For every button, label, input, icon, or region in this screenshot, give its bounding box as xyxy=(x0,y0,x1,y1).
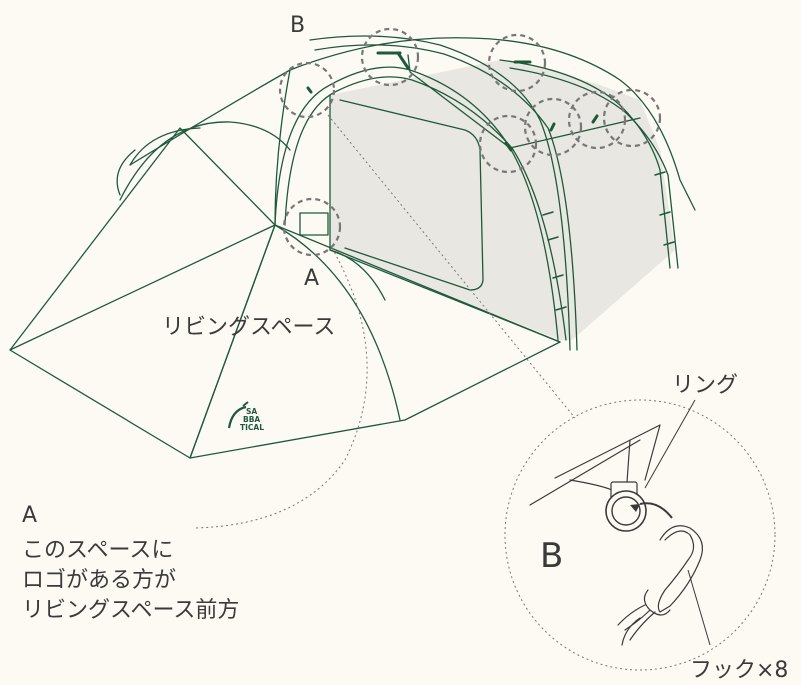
leader-b xyxy=(327,114,576,419)
note-a-line-3: リビングスペース前方 xyxy=(22,598,239,623)
svg-text:BBA: BBA xyxy=(243,415,260,424)
callout-circle-b2 xyxy=(360,27,420,87)
fly-top-edge xyxy=(129,37,696,211)
ridge-line xyxy=(407,54,511,149)
living-space-arch xyxy=(274,224,401,421)
inset-seam-2 xyxy=(644,424,661,481)
vestibule-panel xyxy=(9,127,276,459)
callout-circle-b5 xyxy=(523,97,583,157)
leader-ring xyxy=(644,399,696,489)
brand-logo: SA BBA TICAL xyxy=(227,401,264,432)
leader-a xyxy=(194,247,368,529)
note-a-line-2: ロゴがある方が xyxy=(22,568,176,593)
pole-arch-3a xyxy=(499,59,671,269)
svg-text:TICAL: TICAL xyxy=(240,423,264,432)
logo-window xyxy=(299,212,329,236)
ring-inner xyxy=(611,496,641,526)
pole-arch-1a xyxy=(274,66,559,341)
vestibule-arch-line xyxy=(116,149,136,196)
detail-inset xyxy=(504,399,776,671)
vestibule-seam xyxy=(9,224,276,351)
note-a-title: A xyxy=(22,503,37,528)
inset-seam xyxy=(626,439,631,483)
rotate-arrowhead xyxy=(630,504,640,512)
fly-left-edge xyxy=(274,69,291,226)
leader-lines xyxy=(194,114,576,529)
inset-fabric-fold xyxy=(569,479,613,491)
hook-marks xyxy=(306,51,599,152)
callout-circle-b7 xyxy=(602,88,662,148)
callout-circle-b1 xyxy=(278,61,336,119)
living-space-arch-2 xyxy=(329,249,386,301)
vestibule-edge xyxy=(129,127,201,166)
pole-clips xyxy=(542,171,675,311)
inset-circle xyxy=(504,399,776,671)
hook-label: フック×8 xyxy=(690,658,788,683)
hook-cord-3 xyxy=(621,617,641,646)
ring-label: リング xyxy=(672,373,738,398)
leader-hook xyxy=(687,569,711,646)
note-a-line-1: このスペースに xyxy=(22,538,173,563)
svg-text:SA: SA xyxy=(246,407,257,416)
inset-fabric-edge-2 xyxy=(554,424,661,479)
inner-tent-door xyxy=(339,99,484,291)
hook-cord-4 xyxy=(617,604,646,626)
inner-tent-body xyxy=(330,60,675,340)
marker-a-label: A xyxy=(304,266,319,291)
ridge-cross xyxy=(509,117,641,149)
marker-b-label: B xyxy=(290,13,305,38)
callout-circle-a xyxy=(282,197,342,257)
rotate-arrow xyxy=(639,502,673,519)
pole-arch-2a xyxy=(309,35,571,351)
callout-circle-b4 xyxy=(478,114,538,174)
inset-b-label: B xyxy=(540,536,563,576)
hook-cord-1 xyxy=(624,609,651,631)
vestibule-side xyxy=(189,224,561,459)
callout-circle-b3 xyxy=(487,33,547,93)
inset-fabric-edge xyxy=(529,439,641,506)
pole-arch-3b xyxy=(509,67,679,269)
callout-circle-b6 xyxy=(567,90,627,150)
hook-shape xyxy=(657,525,703,613)
living-space-label: リビングスペース xyxy=(162,315,335,340)
hook-cord-2 xyxy=(629,611,656,641)
callout-circles xyxy=(278,27,662,257)
vestibule-ridge xyxy=(119,121,291,201)
pole-arch-2b xyxy=(314,44,578,351)
tent-illustration xyxy=(9,35,696,459)
